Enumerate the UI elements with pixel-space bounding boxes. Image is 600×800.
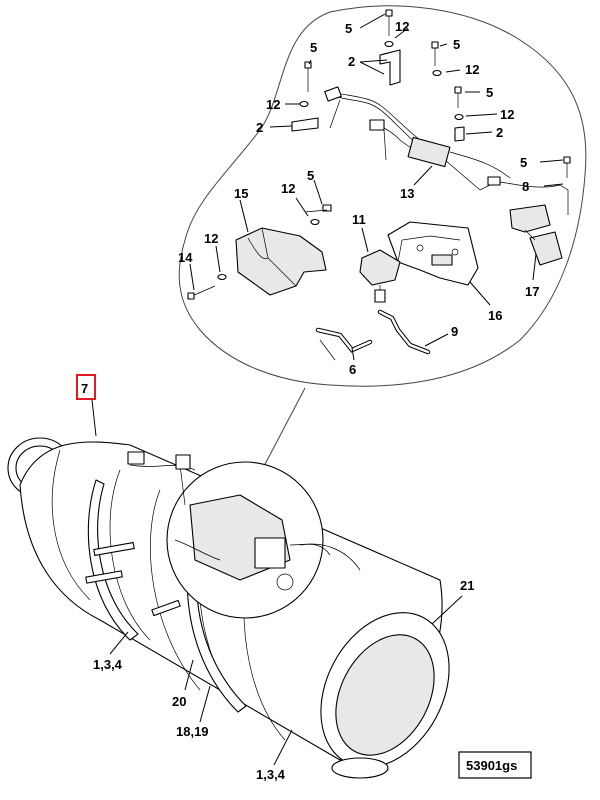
zoom-circle-detail — [174, 494, 331, 591]
callout-label: 14 — [178, 250, 193, 265]
figure-ref-box — [458, 751, 532, 779]
sensor-part — [175, 454, 191, 470]
connector-bracket-part — [509, 204, 563, 266]
callout-label: 5 — [486, 85, 493, 100]
callout-label: 5 — [520, 155, 527, 170]
heat-shield-part — [235, 227, 327, 296]
washer-part — [217, 273, 227, 281]
washer-part — [310, 218, 320, 226]
callout-label: 16 — [488, 308, 502, 323]
dpf-outlet-end — [320, 612, 450, 779]
washer-part — [432, 69, 442, 77]
callout-label: 21 — [460, 578, 474, 593]
screw-part — [304, 204, 332, 213]
callout-label: 12 — [395, 19, 409, 34]
bracket-part — [454, 126, 465, 142]
tube-part — [315, 327, 373, 361]
tube-part — [377, 309, 431, 355]
callout-label: 11 — [352, 212, 366, 227]
screw-part — [304, 61, 312, 92]
washer-part — [454, 113, 464, 121]
callout-label: 6 — [349, 362, 356, 377]
callout-label: 8 — [522, 179, 529, 194]
callout-label: 2 — [496, 125, 503, 140]
callout-label: 5 — [307, 168, 314, 183]
sensor-mounting-plate-part — [387, 221, 479, 286]
screw-part — [385, 9, 393, 36]
detail-connector-line — [261, 387, 306, 471]
callout-label: 17 — [525, 284, 539, 299]
sensor-part — [127, 451, 145, 465]
nox-sensor-part — [359, 249, 401, 303]
detail-bubble-outline — [178, 5, 587, 387]
washer-part — [384, 40, 394, 48]
callout-label: 5 — [453, 37, 460, 52]
callout-label: 12 — [465, 62, 479, 77]
figure-ref-label: 53901gs — [466, 758, 517, 773]
bracket-part — [379, 49, 401, 86]
screw-part — [454, 86, 462, 108]
callout-label: 18,19 — [176, 724, 209, 739]
callout-label: 15 — [234, 186, 248, 201]
callout-label: 12 — [204, 231, 218, 246]
sensor-harness — [324, 86, 569, 215]
callout-label: 1,3,4 — [93, 657, 123, 672]
highlighted-callout-label: 7 — [81, 381, 88, 396]
callout-label: 12 — [281, 181, 295, 196]
screw-part — [431, 41, 439, 66]
leader-lines — [91, 13, 564, 766]
callout-label: 13 — [400, 186, 414, 201]
callout-label: 2 — [348, 54, 355, 69]
highlighted-callout-box — [76, 374, 96, 400]
callout-label: 12 — [266, 97, 280, 112]
callout-label: 5 — [345, 21, 352, 36]
callout-label: 5 — [310, 40, 317, 55]
callout-label: 1,3,4 — [256, 767, 286, 782]
callout-label: 20 — [172, 694, 186, 709]
callout-label: 12 — [500, 107, 514, 122]
screw-part — [563, 156, 571, 178]
bracket-part — [291, 117, 319, 132]
callout-label: 9 — [451, 324, 458, 339]
bolt-part — [187, 285, 216, 300]
callout-label: 2 — [256, 120, 263, 135]
washer-part — [299, 100, 309, 108]
